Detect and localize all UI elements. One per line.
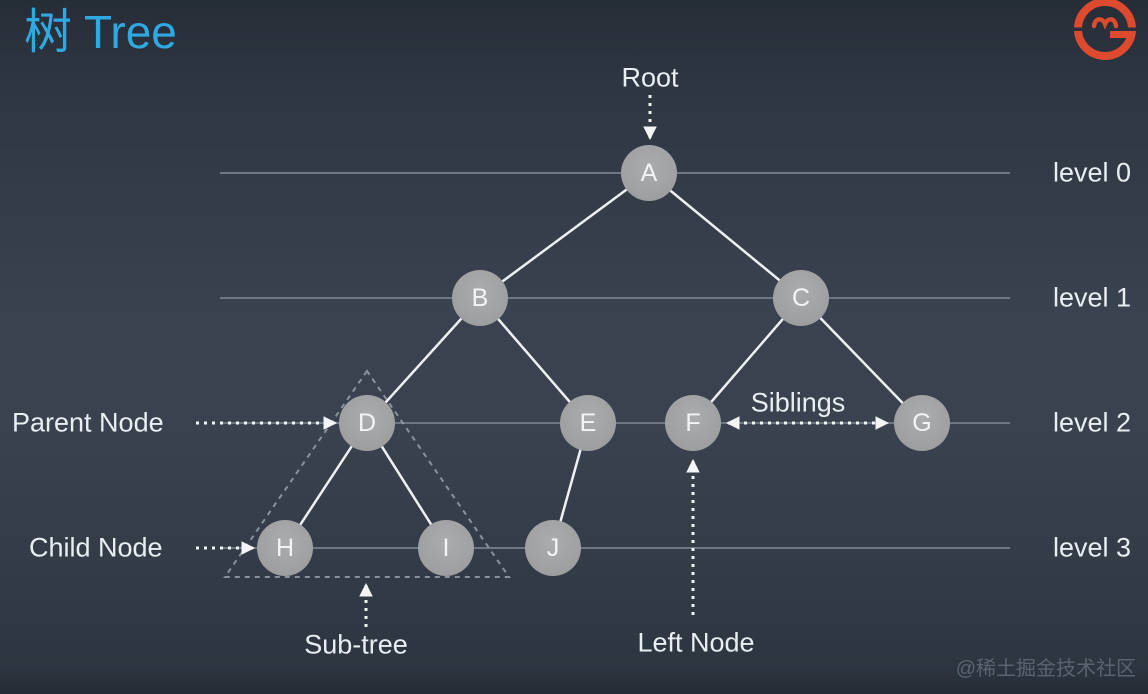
edge-A-C [648,172,802,299]
tree-edges [283,171,923,549]
parent-node-label: Parent Node [12,407,164,438]
tree-node-E: E [560,395,616,451]
tree-node-A: A [621,145,677,201]
tree-node-J: J [525,520,581,576]
child-node-label: Child Node [29,532,163,563]
level-3-label: level 3 [1053,532,1132,563]
subtree-dashed-triangle [223,369,511,578]
g-logo-icon [1067,0,1143,60]
tree-node-D: D [339,395,395,451]
edge-A-B [479,171,650,300]
left-node-label: Left Node [637,627,755,658]
tree-node-I: I [418,520,474,576]
annotation-arrows [196,95,890,627]
tree-node-C: C [773,270,829,326]
level-lines [220,172,1010,549]
level-0-label: level 0 [1053,157,1132,188]
title-english: Tree [84,6,177,58]
siblings-label: Siblings [750,387,846,418]
level-1-label: level 1 [1053,282,1132,313]
watermark: @稀土掘金技术社区 [955,658,1136,680]
tree-node-H: H [257,520,313,576]
root-label: Root [621,62,679,93]
title-chinese: 树 [24,6,73,59]
subtree-label: Sub-tree [304,629,408,660]
tree-node-F: F [665,395,721,451]
level-2-label: level 2 [1053,407,1132,438]
tree-node-G: G [894,395,950,451]
tree-node-B: B [452,270,508,326]
